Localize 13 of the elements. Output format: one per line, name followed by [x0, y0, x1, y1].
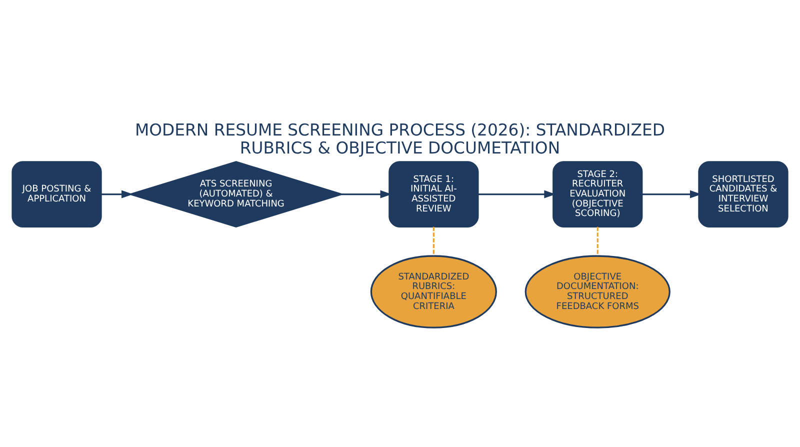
connector — [596, 226, 598, 256]
arrow — [341, 190, 392, 198]
connector — [432, 226, 434, 256]
diagram-title: MODERN RESUME SCREENING PROCESS (2026): STANDARDIZED RUBRICS & OBJECTIVE DOCUMETATION — [135, 120, 665, 158]
node-ellipse: OBJECTIVE DOCUMENTATION: STRUCTURED FEEDBACK FORMS — [524, 255, 670, 328]
arrow — [478, 190, 556, 198]
node-box: SHORTLISTED CANDIDATES & INTERVIEW SELECTION — [698, 161, 788, 228]
node-box: JOB POSTING & APPLICATION — [12, 161, 102, 228]
node-box: STAGE 2: RECRUITER EVALUATION (OBJECTIVE SCORING) — [552, 161, 643, 228]
node-box: STAGE 1: INITIAL AI-ASSISTED REVIEW — [388, 161, 479, 228]
arrow — [101, 190, 133, 198]
node-ellipse: STANDARDIZED RUBRICS: QUANTIFIABLE CRITERIA — [370, 255, 497, 328]
arrow — [642, 190, 702, 198]
